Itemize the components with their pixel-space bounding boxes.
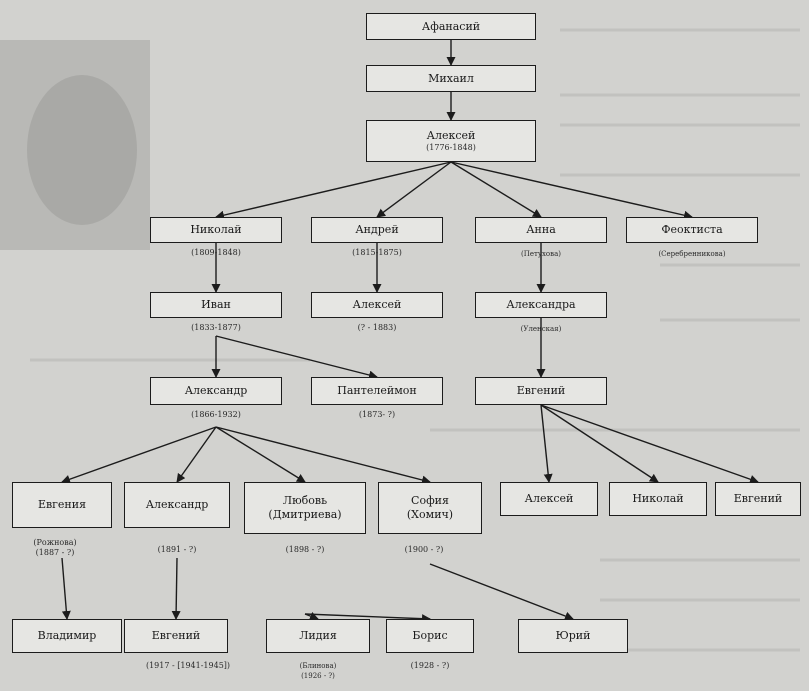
node-lidiya: Лидия — [266, 619, 370, 653]
node-nikolay-child: Николай — [609, 482, 707, 516]
node-nikolay-1809-dates: (1809-1848) — [191, 248, 241, 257]
node-evgeniy-1917: Евгений — [124, 619, 228, 653]
node-evgeniy-child-name: Евгений — [733, 492, 783, 505]
node-aleksandr-1891: Александр — [124, 482, 230, 528]
node-feoktista: Феоктиста — [626, 217, 758, 243]
node-lyubov-name: Любовь (Дмитриева) — [268, 494, 342, 521]
node-sofiya-name: София (Хомич) — [406, 494, 454, 521]
node-aleksandr-1866-dates: (1866-1932) — [191, 410, 241, 419]
node-evgeniya: Евгения — [12, 482, 112, 528]
node-aleksandra-maiden-name: (Уленская) — [520, 325, 562, 333]
node-lidiya-dates: (Блинова) (1926 - ?) — [299, 662, 337, 680]
node-yuriy: Юрий — [518, 619, 628, 653]
node-sofiya: София (Хомич) — [378, 482, 482, 534]
node-andrey: Андрей — [311, 217, 443, 243]
node-feoktista-name: Феоктиста — [661, 223, 723, 236]
node-aleksey-1883-dates: (? - 1883) — [357, 323, 397, 332]
node-ivan-name: Иван — [201, 298, 231, 311]
node-aleksey-child-name: Алексей — [524, 492, 574, 505]
node-lyubov: Любовь (Дмитриева) — [244, 482, 366, 534]
node-aleksey-1776-name: Алексей — [426, 129, 476, 142]
node-boris-dates: (1928 - ?) — [410, 661, 450, 670]
node-panteleymon-dates: (1873- ?) — [358, 410, 396, 419]
node-boris: Борис — [386, 619, 474, 653]
node-vladimir: Владимир — [12, 619, 122, 653]
node-evgeniya-dates: (Рожнова) (1887 - ?) — [33, 538, 77, 557]
node-evgeniy-child: Евгений — [715, 482, 801, 516]
node-nikolay-child-name: Николай — [632, 492, 684, 505]
node-feoktista-maiden-name: (Серебренникова) — [658, 250, 726, 258]
node-afanasy: Афанасий — [366, 13, 536, 40]
node-lidiya-name: Лидия — [299, 629, 337, 642]
node-anna-name: Анна — [526, 223, 556, 236]
node-anna: Анна — [475, 217, 607, 243]
node-evgeniy-1917-dates: (1917 - [1941-1945]) — [145, 661, 231, 670]
node-mikhail: Михаил — [366, 65, 536, 92]
node-aleksandra-name: Александра — [506, 298, 576, 311]
node-evgeniy-parent-name: Евгений — [516, 384, 566, 397]
node-lyubov-dates: (1898 - ?) — [285, 545, 325, 554]
node-sofiya-dates: (1900 - ?) — [404, 545, 444, 554]
node-yuriy-name: Юрий — [555, 629, 591, 642]
node-boris-name: Борис — [412, 629, 448, 642]
node-nikolay-1809-name: Николай — [190, 223, 242, 236]
node-vladimir-name: Владимир — [37, 629, 97, 642]
node-evgeniy-1917-name: Евгений — [151, 629, 201, 642]
node-afanasy-name: Афанасий — [421, 19, 481, 33]
node-panteleymon-name: Пантелеймон — [337, 384, 417, 397]
node-andrey-dates: (1815-1875) — [352, 248, 402, 257]
node-mikhail-name: Михаил — [428, 71, 474, 85]
node-aleksandr-1866-name: Александр — [184, 384, 248, 397]
node-panteleymon: Пантелеймон — [311, 377, 443, 405]
node-andrey-name: Андрей — [355, 223, 399, 236]
node-aleksey-1776-dates: (1776-1848) — [426, 143, 476, 152]
node-aleksandr-1891-name: Александр — [145, 498, 209, 511]
node-aleksandr-1891-dates: (1891 - ?) — [157, 545, 197, 554]
node-anna-maiden-name: (Петухова) — [521, 250, 561, 258]
node-aleksey-1776: Алексей(1776-1848) — [366, 120, 536, 162]
node-aleksandr-1866: Александр — [150, 377, 282, 405]
node-ivan: Иван — [150, 292, 282, 318]
node-aleksey-child: Алексей — [500, 482, 598, 516]
node-evgeniya-name: Евгения — [37, 498, 87, 511]
node-aleksey-1883-name: Алексей — [352, 298, 402, 311]
node-aleksey-1883: Алексей — [311, 292, 443, 318]
node-aleksandra: Александра — [475, 292, 607, 318]
node-nikolay-1809: Николай — [150, 217, 282, 243]
node-ivan-dates: (1833-1877) — [191, 323, 241, 332]
node-evgeniy-parent: Евгений — [475, 377, 607, 405]
